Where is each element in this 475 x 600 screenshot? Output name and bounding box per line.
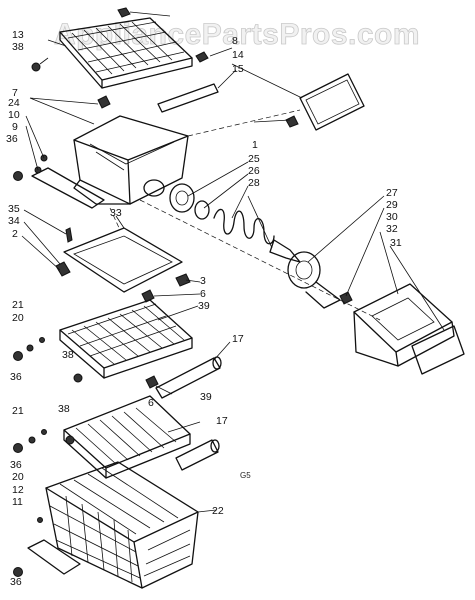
callout-39-upper: 39 bbox=[198, 300, 210, 312]
lower-shelf-hardware bbox=[13, 429, 75, 453]
shelf-rail-rod bbox=[157, 83, 219, 113]
callout-38-top: 38 bbox=[12, 41, 24, 53]
callout-29: 29 bbox=[386, 199, 398, 211]
support-bracket-right bbox=[195, 51, 209, 63]
callout-36-lower: 36 bbox=[10, 459, 22, 471]
callout-28: 28 bbox=[248, 177, 260, 189]
lower-shelf-rail bbox=[175, 439, 220, 471]
callout-9: 9 bbox=[12, 121, 18, 133]
middle-shelf-hardware bbox=[13, 337, 159, 389]
callout-20-upper: 20 bbox=[12, 312, 24, 324]
wire-basket bbox=[45, 461, 199, 589]
callout-21-lower: 21 bbox=[12, 405, 24, 417]
callout-32: 32 bbox=[386, 223, 398, 235]
callout-35: 35 bbox=[8, 203, 20, 215]
callout-30: 30 bbox=[386, 211, 398, 223]
callout-11: 11 bbox=[12, 496, 23, 508]
callout-31: 31 bbox=[390, 237, 402, 249]
callout-21-upper: 21 bbox=[12, 299, 24, 311]
callout-22: 22 bbox=[212, 505, 224, 517]
dispenser-front-housing bbox=[353, 283, 455, 367]
callout-10: 10 bbox=[8, 109, 20, 121]
callout-13: 13 bbox=[12, 29, 24, 41]
callout-26: 26 bbox=[248, 165, 260, 177]
callout-8: 8 bbox=[232, 35, 238, 47]
callout-36-upper: 36 bbox=[6, 133, 18, 145]
auger-spring bbox=[213, 208, 275, 245]
assembly-guide-lines bbox=[109, 109, 381, 321]
callout-labels: 13 38 8 14 15 7 24 10 9 36 1 25 26 28 27… bbox=[6, 29, 402, 588]
callout-27: 27 bbox=[386, 187, 398, 199]
callout-36-bottom: 36 bbox=[10, 576, 22, 588]
callout-14: 14 bbox=[232, 49, 244, 61]
dispenser-insert-panel bbox=[411, 325, 465, 375]
drive-motor-assembly bbox=[287, 251, 353, 309]
callout-1: 1 bbox=[252, 139, 258, 151]
callout-39-lower: 39 bbox=[200, 391, 212, 403]
callout-6-lower: 6 bbox=[148, 397, 154, 409]
bracket-screws bbox=[13, 154, 48, 181]
auger-bearing bbox=[169, 183, 195, 213]
callout-24: 24 bbox=[8, 97, 20, 109]
callout-3: 3 bbox=[200, 275, 206, 287]
top-shelf bbox=[59, 17, 193, 89]
callout-12: 12 bbox=[12, 484, 24, 496]
ice-bin-housing bbox=[73, 95, 189, 205]
middle-shelf bbox=[59, 299, 193, 379]
lower-shelf bbox=[63, 395, 191, 479]
top-shelf-clip bbox=[117, 7, 131, 18]
callout-17-lower: 17 bbox=[216, 415, 228, 427]
callout-33: 33 bbox=[110, 207, 122, 219]
callout-36-middle: 36 bbox=[10, 371, 22, 383]
housing-mount-bracket bbox=[31, 167, 105, 209]
ice-chute-tray bbox=[55, 227, 183, 293]
top-gasket-frame bbox=[285, 73, 365, 131]
leader-lines bbox=[21, 11, 445, 513]
callout-2: 2 bbox=[12, 228, 18, 240]
callout-38-middle: 38 bbox=[62, 349, 74, 361]
auger-washer bbox=[194, 200, 210, 220]
callout-15: 15 bbox=[232, 63, 244, 75]
callout-25: 25 bbox=[248, 153, 260, 165]
basket-slide-rail bbox=[13, 517, 81, 577]
callout-7: 7 bbox=[12, 87, 18, 99]
callout-17-upper: 17 bbox=[232, 333, 244, 345]
drive-coupler bbox=[269, 239, 301, 263]
callout-38-lower: 38 bbox=[58, 403, 70, 415]
callout-20-lower: 20 bbox=[12, 471, 24, 483]
callout-34: 34 bbox=[8, 215, 20, 227]
shelf-screw bbox=[31, 57, 49, 72]
tray-clips bbox=[141, 273, 191, 303]
callout-6-upper: 6 bbox=[200, 288, 206, 300]
figure-code: G5 bbox=[240, 471, 251, 480]
